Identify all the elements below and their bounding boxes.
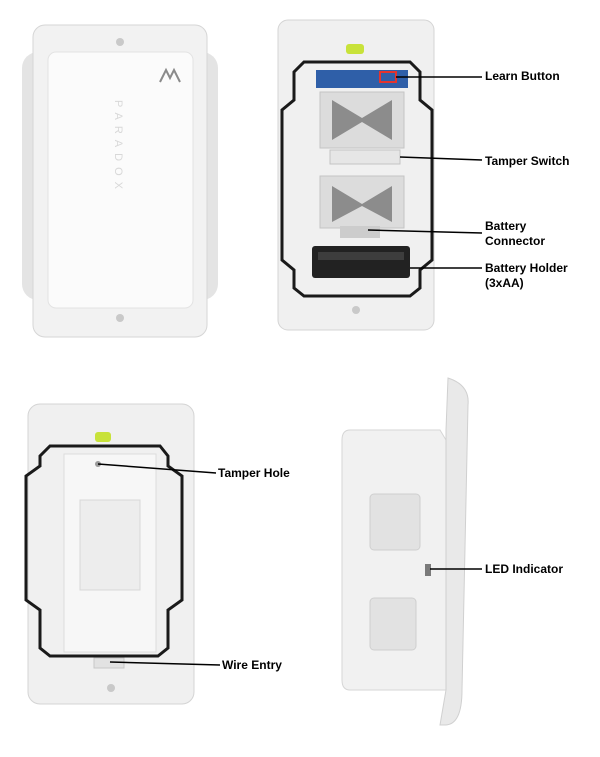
level-bubble-icon (346, 44, 364, 54)
circuit-board (316, 70, 408, 88)
front-cover (22, 24, 218, 338)
led-indicator-label: LED Indicator (485, 562, 564, 576)
bottom-screw-icon (116, 314, 124, 322)
tamper-switch-icon (329, 149, 401, 165)
level-bubble-icon (95, 432, 111, 442)
tamper-switch-label: Tamper Switch (485, 154, 570, 168)
battery-holder-label-line2: (3xAA) (485, 276, 524, 290)
cover-branding: PARADOX (112, 100, 124, 195)
leader-lines (97, 76, 483, 666)
battery-holder-label-line1: Battery Holder (485, 261, 568, 275)
led-indicator-icon (425, 564, 431, 576)
logo-icon (159, 67, 181, 83)
battery-connector-icon (340, 226, 380, 238)
battery-connector-label-line2: Connector (485, 234, 545, 248)
tamper-hole-label: Tamper Hole (218, 466, 290, 480)
gasket-outline (280, 60, 434, 298)
top-screw-icon (116, 38, 124, 46)
back-plate (24, 403, 195, 705)
wire-entry-label: Wire Entry (222, 658, 282, 672)
gasket-outline (24, 444, 184, 658)
side-view (341, 377, 469, 726)
battery-connector-label-line1: Battery (485, 219, 527, 233)
open-device (277, 19, 435, 331)
learn-button-label: Learn Button (485, 69, 560, 83)
battery-holder-icon (312, 246, 410, 278)
